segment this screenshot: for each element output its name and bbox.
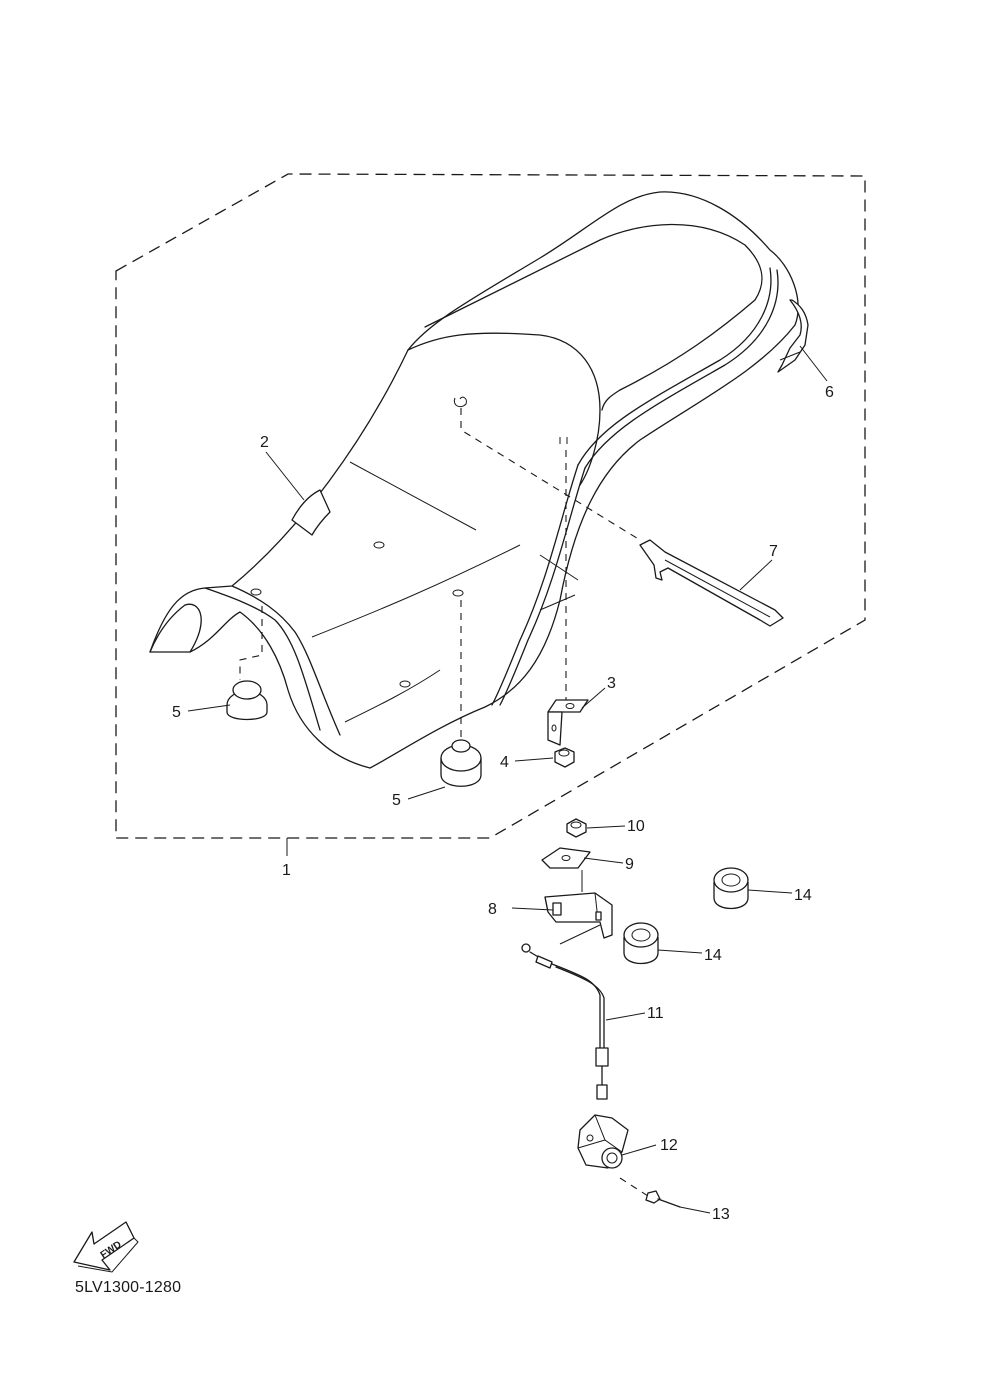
callout-5-front: 5 [172,704,181,721]
callout-6: 6 [825,384,834,401]
assembly-line-strap [460,408,641,541]
part-13-bolt [619,1177,681,1208]
callout-1: 1 [282,862,291,879]
callout-4: 4 [500,754,509,771]
callout-8: 8 [488,901,497,918]
callout-14-upper: 14 [794,887,812,904]
drawing-code: 5LV1300-1280 [75,1279,182,1296]
callout-5-center: 5 [392,792,401,809]
part-3-bracket [547,699,589,746]
assembly-line-damper-front [239,606,263,680]
seat-assembly [149,191,799,769]
forward-arrow-icon: FWD [73,1221,139,1273]
callout-13: 13 [712,1206,730,1223]
callout-12: 12 [660,1137,678,1154]
part-9-plate [541,847,591,869]
callout-3: 3 [607,675,616,692]
part-4-nut [554,747,575,768]
part-7-strap [639,539,784,627]
assembly-boundary [115,173,866,839]
part-5-damper-front [226,680,268,721]
leader-lines [187,345,828,1214]
part-12-seat-lock [577,1114,629,1169]
part-2-label [291,489,331,536]
part-8-lock-bracket [544,870,613,939]
callout-9: 9 [625,856,634,873]
callout-14-lower: 14 [704,947,722,964]
callout-2: 2 [260,434,269,451]
part-11-cable [521,924,609,1100]
part-10-nut [566,818,587,838]
part-14-damper-lower [623,922,659,965]
callout-7: 7 [769,543,778,560]
callout-11: 11 [647,1005,664,1022]
part-6-rear-trim [777,299,809,373]
part-14-damper-upper [713,867,749,910]
callout-10: 10 [627,818,645,835]
part-5-damper-center [440,739,482,787]
